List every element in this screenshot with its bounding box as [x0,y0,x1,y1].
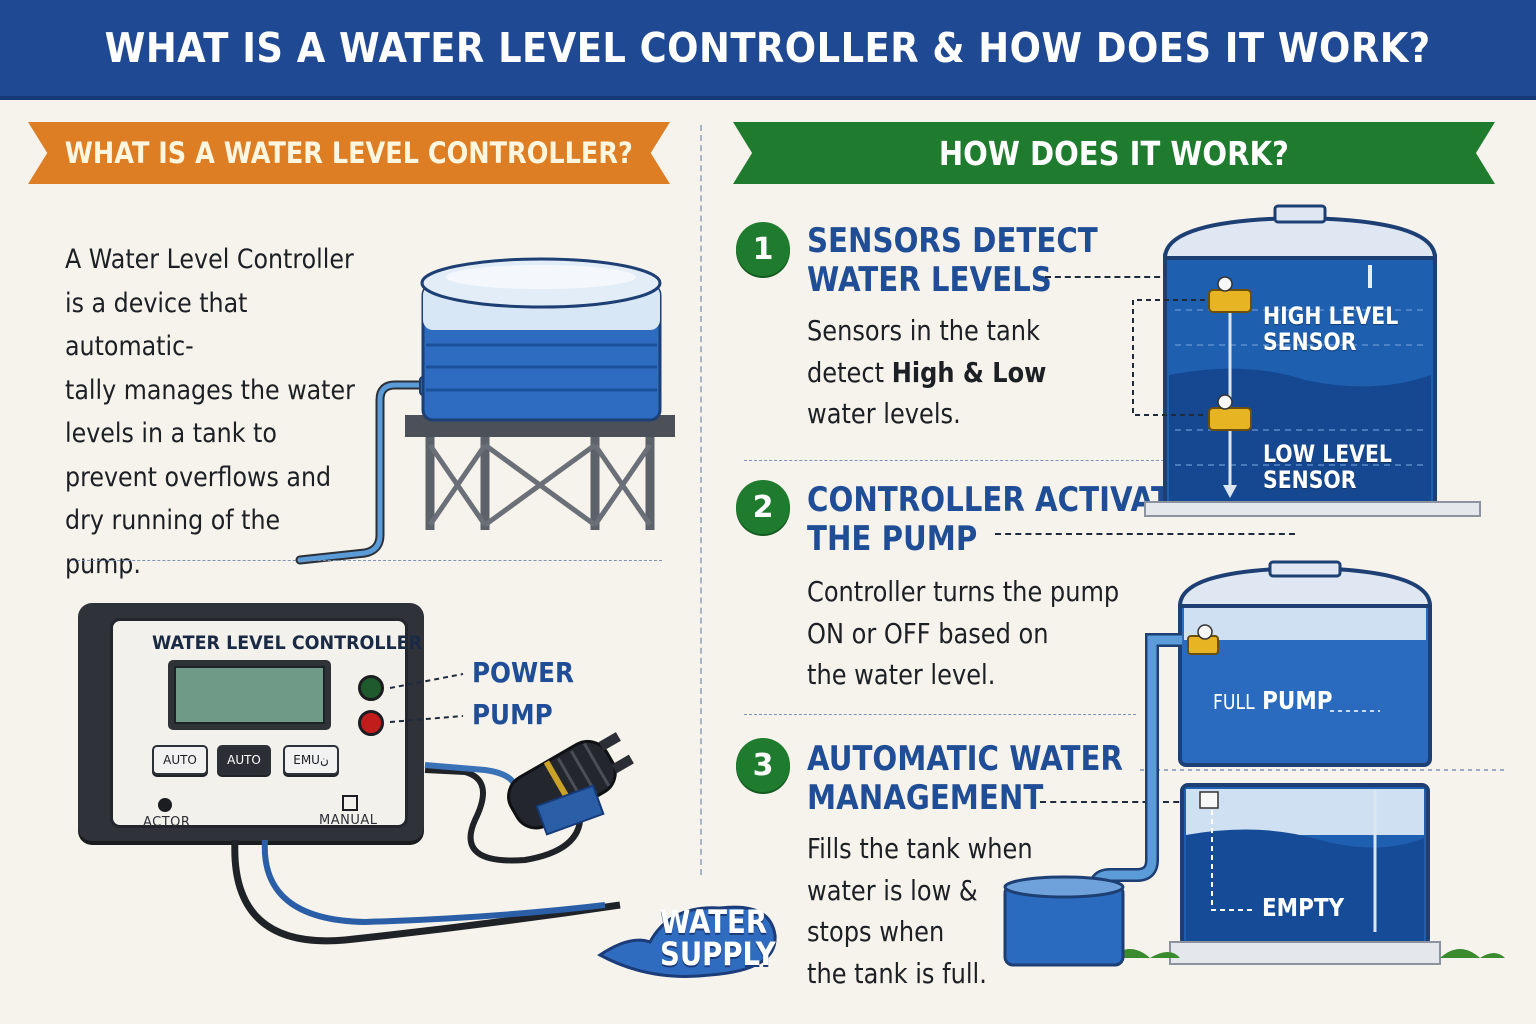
auto-button-2[interactable]: AUTO [217,745,271,775]
empty-label: EMPTY [1262,893,1345,922]
manual-label: MANUAL [319,813,378,828]
step-separator-1 [744,460,1164,461]
full-word: FULL [1213,690,1255,714]
step-3-badge: 3 [736,738,790,792]
left-section-separator [72,560,662,561]
step-3-text: Fills the tank when water is low & stops… [807,832,1033,990]
actor-indicator-dot [158,798,172,812]
controller-callout-lines [389,673,464,723]
stacked-tanks-illustration [1003,560,1505,967]
right-section-ribbon: HOW DOES IT WORK? [733,122,1495,184]
pump-word: PUMP [1262,686,1333,715]
page-title: WHAT IS A WATER LEVEL CONTROLLER & HOW D… [105,24,1431,72]
step-3-title: AUTOMATIC WATER MANAGEMENT [807,739,1123,818]
elevated-tank-illustration [295,257,675,565]
water-splash-shape [597,905,777,978]
power-callout: POWER [472,656,574,689]
step-2-title: CONTROLLER ACTIVATES THE PUMP [807,480,1212,559]
step-3-connector [1040,801,1210,803]
intro-paragraph: A Water Level Controller is a device tha… [65,244,355,580]
step-1-text: Sensors in the tank detect High & Low wa… [807,314,1047,430]
step-1-connector [1045,276,1170,278]
step-1-badge: 1 [736,222,790,276]
step-2-badge: 2 [736,480,790,534]
controller-display-frame [168,660,331,730]
actor-label: ACTOR [143,815,191,830]
controller-lcd-display [174,666,325,724]
step-2-text: Controller turns the pump ON or OFF base… [807,575,1120,691]
controller-device-title: WATER LEVEL CONTROLLER [152,632,423,654]
step-1-title: SENSORS DETECT WATER LEVELS [807,221,1098,300]
water-supply-label: WATER SUPPLY [660,903,776,973]
pump-and-cables-illustration [231,732,634,945]
step-2-connector [995,533,1295,535]
pump-callout: PUMP [472,698,553,731]
right-section-heading: HOW DOES IT WORK? [939,133,1289,173]
emu-button[interactable]: EMUن [283,745,339,775]
pump-led [358,710,384,736]
left-section-ribbon: WHAT IS A WATER LEVEL CONTROLLER? [28,122,670,184]
power-led [358,675,384,701]
full-pump-label: FULL PUMP [1213,686,1333,715]
step-separator-2 [744,714,1136,715]
title-banner: WHAT IS A WATER LEVEL CONTROLLER & HOW D… [0,0,1536,100]
column-divider [700,125,702,875]
step-1-bold-text: High & Low [891,355,1047,389]
sensor-tank-illustration [1132,204,1481,517]
auto-button-1[interactable]: AUTO [152,745,208,775]
left-section-heading: WHAT IS A WATER LEVEL CONTROLLER? [64,136,634,170]
manual-switch-icon[interactable] [342,795,358,811]
low-level-sensor-label: LOW LEVEL SENSOR [1263,440,1392,494]
high-level-sensor-label: HIGH LEVEL SENSOR [1263,302,1399,356]
